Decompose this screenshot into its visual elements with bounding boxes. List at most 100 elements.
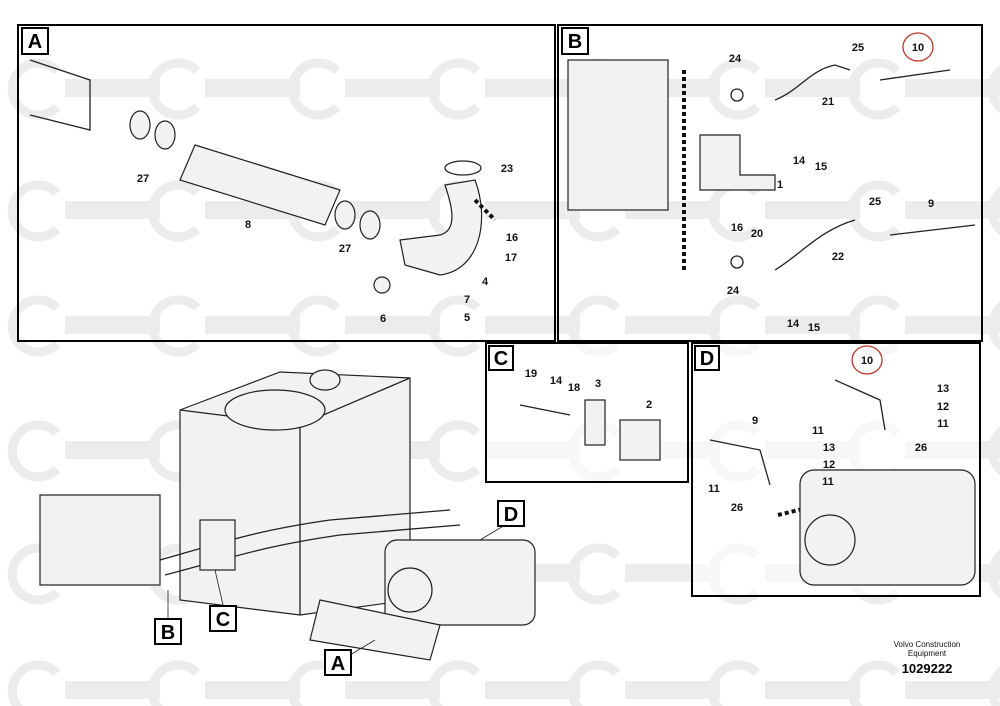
watermark-logo (847, 180, 1000, 242)
panel-b-frame (557, 24, 983, 342)
control-valve-b (567, 59, 669, 211)
tank-section (29, 59, 91, 131)
hose-clamp (129, 110, 151, 140)
part-number: 26 (731, 502, 743, 514)
bracket-1 (699, 134, 776, 191)
callout-c: C (216, 609, 230, 631)
watermark-logo (987, 549, 1000, 599)
part-number: 15 (815, 161, 827, 173)
part-number: 21 (822, 96, 834, 108)
watermark-logo (567, 660, 720, 706)
hose-clamp (359, 210, 381, 240)
hose-8 (179, 144, 341, 226)
callout-a: A (331, 653, 345, 675)
callout-b: B (161, 622, 175, 644)
watermark-logo (147, 295, 300, 357)
watermark-logo (707, 660, 860, 706)
bolt-19 (519, 404, 571, 416)
watermark-logo (7, 660, 160, 706)
part-number: 17 (505, 252, 517, 264)
part-number: 11 (937, 418, 949, 430)
part-number: 22 (832, 251, 844, 263)
hose-clamp (334, 200, 356, 230)
part-number: 15 (808, 322, 820, 334)
watermark-logo (847, 58, 1000, 120)
watermark-logo (987, 64, 1000, 114)
dashed-line (473, 198, 497, 222)
watermark-logo (987, 666, 1000, 706)
watermark-logo (427, 660, 580, 706)
part-number: 14 (793, 155, 806, 167)
hose-9 (709, 439, 771, 486)
document-number: 1029222 (901, 661, 953, 676)
highlight-circle-10 (902, 32, 934, 62)
part-number: 1 (777, 179, 783, 191)
panel-b-numbers: 24 25 10 21 14 15 1 16 20 25 9 22 24 14 … (727, 42, 934, 334)
main-assembly (39, 369, 536, 661)
watermark-logo (987, 426, 1000, 476)
panel-a-parts (29, 59, 497, 294)
pump-flange (387, 567, 433, 613)
panel-a-frame (17, 24, 556, 342)
panel-a-numbers: 27 8 27 23 16 17 4 7 6 5 (137, 163, 518, 325)
o-ring-23 (444, 160, 482, 176)
part-number: 12 (937, 401, 949, 413)
part-number: 7 (464, 294, 470, 306)
watermark-logo (287, 295, 440, 357)
watermark-logo (987, 301, 1000, 351)
part-number: 9 (752, 415, 758, 427)
panel-label-d: D (700, 348, 714, 370)
part-number: 25 (852, 42, 864, 54)
panel-c-parts (519, 399, 661, 461)
part-number: 6 (380, 313, 386, 325)
part-number: 11 (812, 425, 824, 437)
part-number: 18 (568, 382, 580, 394)
hose-10 (834, 379, 886, 431)
suction-pipe (309, 599, 441, 661)
part-number: 10 (912, 42, 924, 54)
pump-shaft-flange (804, 514, 856, 566)
part-number: 14 (787, 318, 800, 330)
part-number: 5 (464, 312, 470, 324)
part-number: 14 (550, 375, 563, 387)
watermark-logo (7, 180, 160, 242)
o-ring-24 (730, 255, 744, 269)
watermark-logo (7, 420, 160, 482)
part-number: 13 (823, 442, 835, 454)
hydraulic-hoses (159, 509, 461, 576)
part-number: 11 (822, 476, 834, 488)
part-number: 27 (339, 243, 351, 255)
plug-6 (373, 276, 391, 294)
panel-d-parts (709, 345, 976, 586)
part-number: 20 (751, 228, 763, 240)
watermark-logo (7, 58, 160, 120)
pipe-21 (774, 64, 951, 101)
part-number: 4 (482, 276, 489, 288)
watermark-logo (147, 58, 300, 120)
callout-d: D (504, 504, 518, 526)
panel-labels: A B C D (21, 27, 720, 371)
part-number: 26 (915, 442, 927, 454)
part-number: 24 (729, 53, 742, 65)
pipe-22 (774, 219, 976, 271)
part-number: 23 (501, 163, 513, 175)
document-footer: Volvo Construction Equipment 1029222 (872, 640, 982, 676)
watermark-logo (427, 58, 580, 120)
watermark-logo (847, 660, 1000, 706)
part-number: 19 (525, 368, 537, 380)
part-number: 10 (861, 355, 873, 367)
o-ring-24 (730, 88, 744, 102)
part-number: 11 (708, 483, 720, 495)
part-number: 8 (245, 219, 251, 231)
clamp-half-3 (584, 399, 606, 446)
part-number: 16 (731, 222, 743, 234)
panel-c-numbers: 19 14 18 3 2 (525, 368, 652, 411)
hose-clamp (154, 120, 176, 150)
part-number: 24 (727, 285, 740, 297)
company-name-line1: Volvo Construction (893, 640, 961, 649)
tank-cap (309, 369, 341, 391)
part-number: 25 (869, 196, 881, 208)
part-number: 2 (646, 399, 652, 411)
main-callouts: B C D A (154, 500, 525, 676)
